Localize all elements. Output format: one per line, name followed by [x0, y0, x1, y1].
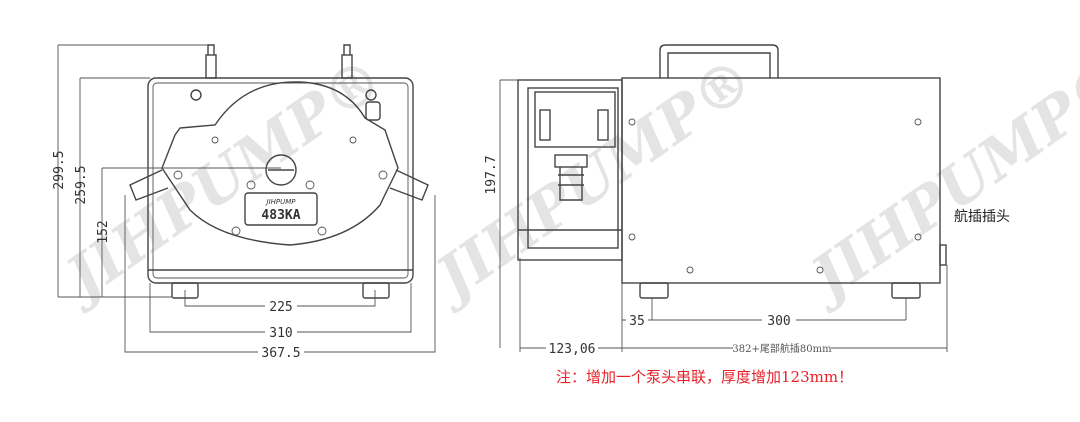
aviation-plug [939, 244, 947, 266]
svg-text:JIHPUMP®: JIHPUMP® [46, 44, 396, 317]
dim-foot-offset: 35 [629, 314, 645, 329]
dim-side-height: 197.7 [484, 155, 499, 194]
svg-text:JIHPUMP®: JIHPUMP® [791, 44, 1080, 317]
front-view: JIHPUMP 483KA 299.5 259.5 152 225 310 36… [52, 44, 436, 361]
watermark-right: JIHPUMP® [791, 44, 1080, 317]
connector-label: 航插插头 [954, 209, 1010, 225]
dim-height-total: 299.5 [52, 150, 67, 189]
dim-tube-height: 152 [96, 220, 111, 243]
svg-text:JIHPUMP®: JIHPUMP® [416, 44, 766, 317]
dim-body-width: 310 [269, 326, 292, 341]
model-plate [244, 192, 318, 226]
watermark-mid: JIHPUMP® [416, 44, 766, 317]
watermark-front: JIHPUMP® [46, 44, 396, 317]
side-view: 197.7 35 300 123,06 382+尾部航插80mm [484, 44, 948, 357]
dim-side-feet-spacing: 300 [767, 314, 790, 329]
handle [659, 44, 779, 78]
dim-feet-spacing: 225 [269, 300, 292, 315]
dim-height-body: 259.5 [74, 165, 89, 204]
dim-head-depth: 123,06 [549, 342, 596, 357]
model-label: 483KA [261, 208, 300, 223]
barb-right [389, 169, 429, 201]
dim-body-depth: 382+尾部航插80mm [732, 342, 832, 355]
barb-left [129, 169, 169, 201]
note-text: 注：增加一个泵头串联，厚度增加123mm！ [556, 368, 854, 386]
dim-total-width: 367.5 [261, 346, 300, 361]
brand-plate-text: JIHPUMP [265, 198, 297, 206]
